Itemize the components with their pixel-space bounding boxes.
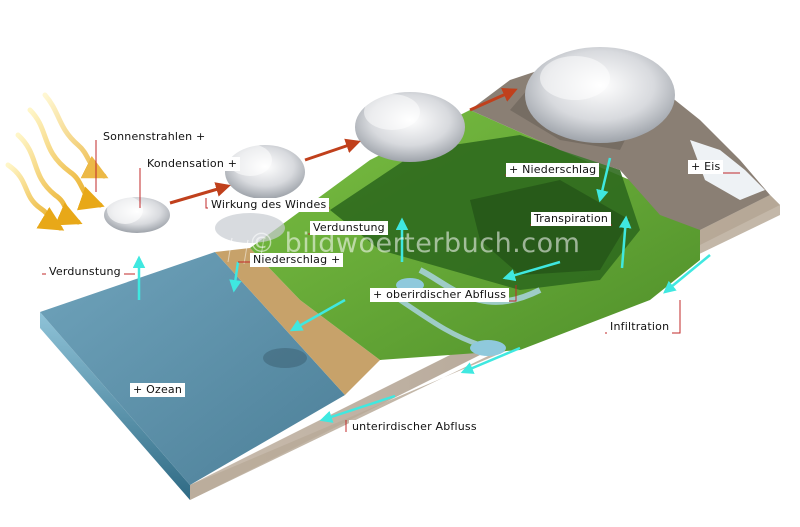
arrow-precipitation-coast (229, 261, 242, 293)
lake (470, 340, 506, 356)
sea-surface (40, 252, 345, 485)
label-oberirdischer-abfluss: + oberirdischer Abfluss (370, 288, 510, 302)
arrow-surface-runoff-2 (289, 298, 346, 332)
label-wirkung-des-windes: Wirkung des Windes (208, 198, 330, 212)
arrow-infiltration (663, 254, 711, 294)
sea-front-face (40, 312, 190, 500)
soil-right-face (190, 195, 780, 500)
label-unterirdischer-abfluss: unterirdischer Abfluss (349, 420, 480, 434)
cloud-large (355, 92, 465, 162)
flow-arrows (132, 157, 711, 423)
arrow-groundwater-1 (460, 346, 521, 374)
arrow-transpiration (618, 215, 632, 269)
label-eis: + Eis (688, 160, 724, 174)
label-kondensation: Kondensation + (144, 157, 241, 171)
label-niederschlag-mountain: + Niederschlag (506, 163, 600, 177)
label-verdunstung-land: Verdunstung (310, 221, 388, 235)
label-ozean: + Ozean (130, 383, 186, 397)
label-niederschlag-coast: Niederschlag + (250, 253, 344, 267)
snow-cap (690, 140, 765, 200)
label-infiltration: Infiltration (607, 320, 673, 334)
sun-rays (5, 92, 109, 231)
label-verdunstung-ocean: Verdunstung (46, 265, 124, 279)
cloud-small (104, 196, 170, 233)
label-transpiration: Transpiration (531, 212, 612, 226)
arrow-precipitation-mountain (596, 157, 612, 203)
cloud-mountain (525, 47, 675, 143)
cloud-medium (225, 144, 305, 199)
wind-arrows (169, 88, 518, 205)
arrow-groundwater-2 (319, 394, 396, 423)
arrow-surface-runoff-1 (502, 260, 561, 282)
label-sonnenstrahlen: Sonnenstrahlen + (100, 130, 209, 144)
